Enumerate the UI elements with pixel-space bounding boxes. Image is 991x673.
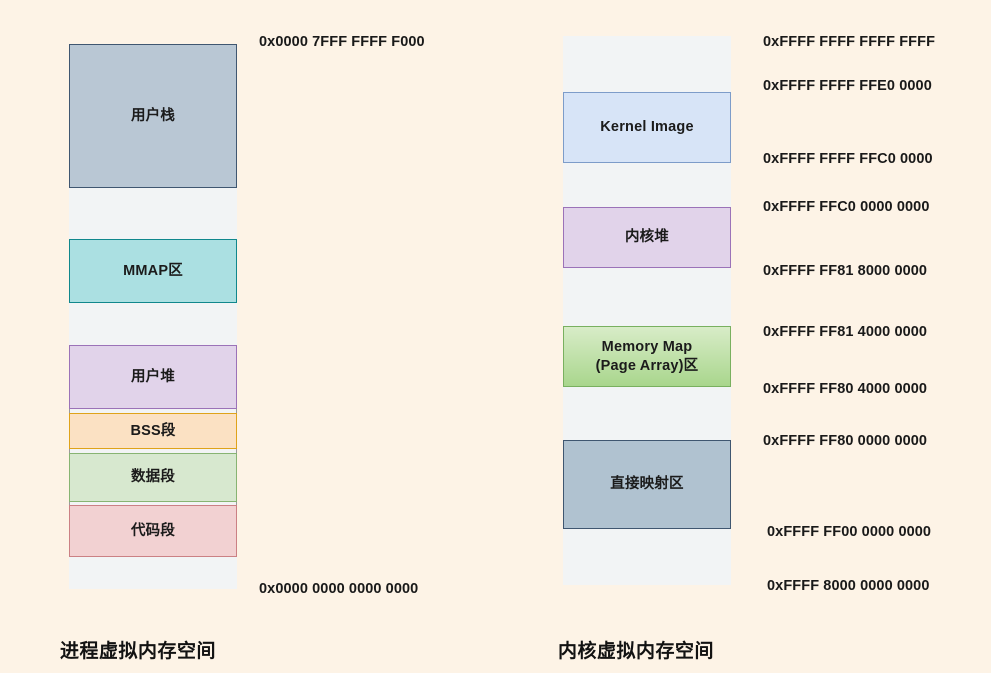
region-label: 用户堆 bbox=[130, 368, 176, 385]
region-gap-memmap-direct bbox=[563, 387, 731, 440]
address-label-process-bottom: 0x0000 0000 0000 0000 bbox=[259, 581, 419, 597]
address-label-kernel-0: 0xFFFF FFFF FFFF FFFF bbox=[763, 34, 936, 50]
region-label: 直接映射区 bbox=[610, 476, 684, 493]
region-gap-bottom bbox=[69, 557, 237, 589]
region-gap-top bbox=[563, 36, 731, 92]
region-direct-mapping: 直接映射区 bbox=[563, 440, 731, 529]
region-label: 用户栈 bbox=[130, 107, 176, 124]
caption-kernel-memory: 内核虚拟内存空间 bbox=[558, 641, 715, 662]
address-label-kernel-5: 0xFFFF FF81 4000 0000 bbox=[763, 324, 928, 340]
address-label-kernel-4: 0xFFFF FF81 8000 0000 bbox=[763, 263, 928, 279]
region-gap-mmap-heap bbox=[69, 303, 237, 345]
region-label: 内核堆 bbox=[624, 229, 670, 246]
address-label-kernel-3: 0xFFFF FFC0 0000 0000 bbox=[763, 199, 930, 215]
caption-process-memory: 进程虚拟内存空间 bbox=[60, 641, 217, 662]
memory-map-line-2: (Page Array)区 bbox=[595, 357, 699, 374]
region-label: BSS段 bbox=[130, 422, 176, 439]
region-kernel-image: Kernel Image bbox=[563, 92, 731, 163]
region-data-segment: 数据段 bbox=[69, 453, 237, 502]
address-label-kernel-6: 0xFFFF FF80 4000 0000 bbox=[763, 381, 928, 397]
region-code-segment: 代码段 bbox=[69, 505, 237, 557]
address-label-kernel-7: 0xFFFF FF80 0000 0000 bbox=[763, 433, 928, 449]
region-user-heap: 用户堆 bbox=[69, 345, 237, 409]
region-bss-segment: BSS段 bbox=[69, 413, 237, 449]
kernel-memory-column: Kernel Image 内核堆 Memory Map (Page Array)… bbox=[563, 36, 731, 585]
region-gap-stack-mmap bbox=[69, 188, 237, 239]
address-label-kernel-1: 0xFFFF FFFF FFE0 0000 bbox=[763, 78, 932, 94]
region-gap-kimage-kheap bbox=[563, 163, 731, 207]
region-label: 代码段 bbox=[130, 522, 176, 539]
region-kernel-heap: 内核堆 bbox=[563, 207, 731, 268]
address-label-kernel-8: 0xFFFF FF00 0000 0000 bbox=[767, 524, 932, 540]
region-memory-map: Memory Map (Page Array)区 bbox=[563, 326, 731, 387]
region-user-stack: 用户栈 bbox=[69, 44, 237, 188]
address-label-kernel-9: 0xFFFF 8000 0000 0000 bbox=[767, 578, 930, 594]
region-label: MMAP区 bbox=[123, 262, 183, 279]
region-gap-bottom bbox=[563, 529, 731, 585]
region-label-wrapper: Memory Map (Page Array)区 bbox=[596, 338, 699, 374]
region-gap-kheap-memmap bbox=[563, 268, 731, 326]
memory-map-line-1: Memory Map bbox=[601, 339, 693, 356]
region-label: Kernel Image bbox=[600, 119, 694, 136]
address-label-process-top: 0x0000 7FFF FFFF F000 bbox=[259, 34, 425, 50]
process-memory-column: 用户栈 MMAP区 用户堆 BSS段 数据段 代码段 bbox=[69, 44, 237, 589]
region-mmap: MMAP区 bbox=[69, 239, 237, 303]
region-label: 数据段 bbox=[130, 469, 176, 486]
address-label-kernel-2: 0xFFFF FFFF FFC0 0000 bbox=[763, 151, 933, 167]
